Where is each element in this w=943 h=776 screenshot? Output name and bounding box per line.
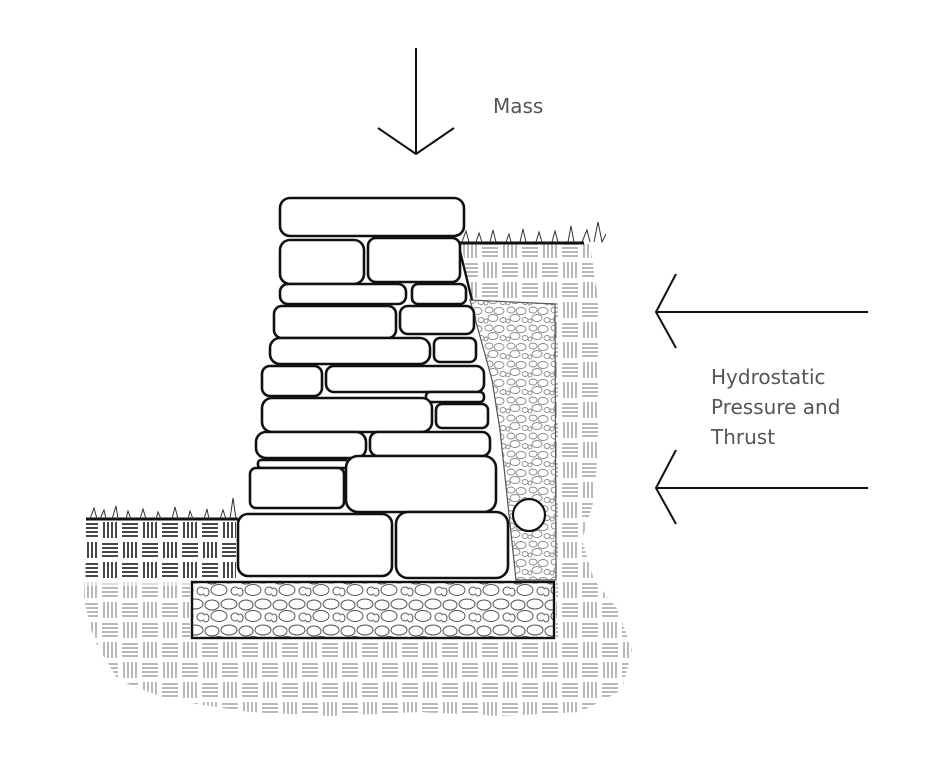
stone (268, 336, 432, 366)
stone (398, 304, 476, 336)
stone (236, 512, 394, 578)
gravel-footing-pattern (190, 580, 556, 640)
stone (278, 282, 408, 306)
stone (272, 304, 398, 340)
stone (260, 396, 434, 434)
stone (248, 466, 346, 510)
stone (366, 236, 462, 284)
stone (278, 238, 366, 286)
pressure-label-line-1: Hydrostatic (711, 365, 826, 389)
stone (432, 336, 478, 364)
pressure-label-line-2: Pressure and (711, 395, 841, 419)
pressure-arrow-lower (654, 449, 868, 525)
pressure-label-line-3: Thrust (711, 425, 776, 449)
stone (368, 430, 492, 458)
pressure-arrow-upper (654, 273, 868, 349)
mass-arrow (377, 48, 455, 156)
stone (344, 454, 498, 514)
mass-label: Mass (493, 94, 544, 118)
pressure-label: Hydrostatic Pressure and Thrust (711, 362, 840, 452)
stone (434, 402, 490, 430)
drain-pipe (511, 497, 547, 533)
topsoil-layer (86, 520, 236, 578)
stone (324, 364, 486, 394)
grass-lower (89, 497, 237, 520)
stone (424, 390, 486, 404)
grass-upper (461, 221, 607, 244)
dry-stone-wall (236, 196, 510, 580)
stone (410, 282, 468, 306)
stone (260, 364, 324, 398)
stone (254, 430, 368, 460)
stone (278, 196, 466, 238)
soil-mass (84, 244, 632, 716)
lower-topsoil-fade (86, 578, 190, 586)
stone (394, 510, 510, 580)
